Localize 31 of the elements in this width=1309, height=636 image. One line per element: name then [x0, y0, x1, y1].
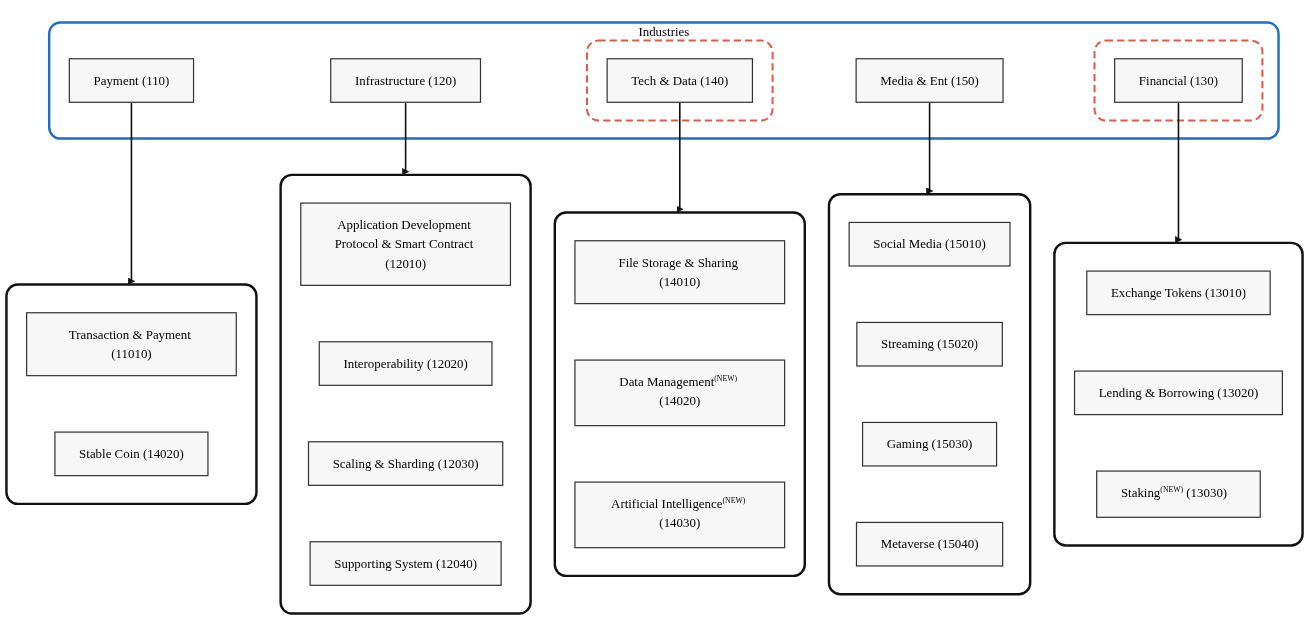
node-box: Interoperability (12020): [318, 341, 493, 386]
cluster: [1053, 241, 1304, 547]
cluster: [553, 211, 806, 578]
node-box: Infrastructure (120): [330, 58, 482, 103]
node-box: Streaming (15020): [856, 321, 1003, 367]
node-box: Scaling & Sharding (12030): [307, 441, 504, 486]
cluster: [827, 193, 1032, 596]
node-box: Exchange Tokens (13010): [1086, 270, 1271, 316]
arrow: [926, 101, 934, 195]
node-box: Media & Ent (150): [855, 58, 1004, 103]
node-box: Transaction & Payment (11010): [26, 312, 237, 377]
cluster: [585, 39, 774, 122]
arrow: [676, 101, 684, 213]
cluster: [5, 283, 258, 506]
node-box: Tech & Data (140): [606, 58, 754, 103]
arrow: [127, 101, 135, 285]
node-box: Supporting System (12040): [309, 541, 502, 586]
node-box: Stable Coin (14020): [54, 431, 209, 477]
node-box: Payment (110): [68, 58, 195, 103]
node-box: Lending & Borrowing (13020): [1073, 370, 1283, 416]
node-box: Financial (130): [1114, 58, 1243, 103]
node-box: Gaming (15030): [861, 421, 998, 467]
node-box: Social Media (15010): [848, 221, 1011, 267]
cluster: [279, 173, 532, 615]
node-box: Staking$^{(NEW)}$ (13030): [1096, 470, 1261, 518]
node-box: File Storage & Sharing (14010): [574, 240, 786, 305]
node-box: Application Development Protocol & Smart Contract (12010): [300, 202, 512, 286]
node-box: Data Management$^{(NEW)}$ (14020): [574, 359, 786, 427]
node-box: Metaverse (15040): [855, 521, 1004, 567]
cluster: [1093, 39, 1264, 122]
node-box: Artificial Intelligence$^{(NEW)}$ (14030): [574, 481, 786, 549]
